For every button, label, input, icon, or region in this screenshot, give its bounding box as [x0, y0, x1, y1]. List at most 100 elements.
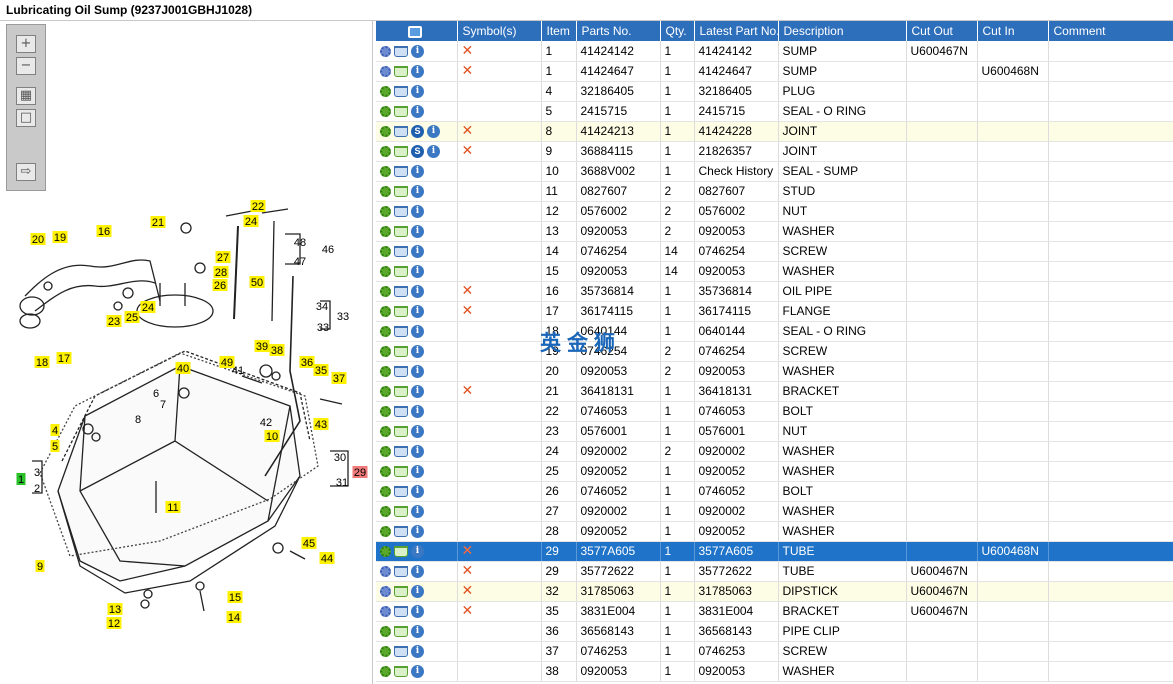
column-header[interactable]: Latest Part No. — [694, 21, 780, 41]
part-settings-icon[interactable] — [380, 566, 391, 578]
callout-22[interactable]: 22 — [250, 200, 266, 213]
column-header[interactable]: Description — [778, 21, 907, 41]
add-to-cart-icon[interactable] — [394, 406, 408, 418]
callout-37[interactable]: 37 — [331, 372, 347, 385]
part-settings-icon[interactable] — [380, 646, 391, 658]
callout-25[interactable]: 25 — [124, 311, 140, 324]
part-settings-icon[interactable] — [380, 106, 391, 118]
callout-29[interactable]: 29 — [352, 466, 368, 479]
column-header[interactable]: Symbol(s) — [457, 21, 542, 41]
info-icon[interactable]: i — [411, 245, 424, 259]
info-icon[interactable]: i — [411, 585, 424, 599]
add-to-cart-icon[interactable] — [394, 366, 408, 378]
part-settings-icon[interactable] — [380, 506, 391, 518]
export-icon[interactable]: ⇨ — [16, 163, 36, 181]
add-to-cart-icon[interactable] — [394, 66, 408, 78]
add-to-cart-icon[interactable] — [394, 546, 408, 558]
callout-24[interactable]: 24 — [243, 215, 259, 228]
add-to-cart-icon[interactable] — [394, 45, 408, 57]
part-settings-icon[interactable] — [380, 45, 391, 57]
info-icon[interactable]: i — [411, 265, 424, 279]
add-to-cart-icon[interactable] — [394, 626, 408, 638]
part-settings-icon[interactable] — [380, 326, 391, 338]
callout-27[interactable]: 27 — [215, 251, 231, 264]
add-to-cart-icon[interactable] — [394, 286, 408, 298]
info-icon[interactable]: i — [411, 645, 424, 659]
add-to-cart-icon[interactable] — [394, 166, 408, 178]
callout-10[interactable]: 10 — [264, 430, 280, 443]
callout-40[interactable]: 40 — [175, 362, 191, 375]
add-to-cart-icon[interactable] — [394, 526, 408, 538]
callout-17[interactable]: 17 — [56, 352, 72, 365]
callout-26[interactable]: 26 — [212, 279, 228, 292]
callout-45[interactable]: 45 — [301, 537, 317, 550]
add-to-cart-icon[interactable] — [394, 266, 408, 278]
add-to-cart-icon[interactable] — [394, 326, 408, 338]
part-settings-icon[interactable] — [380, 86, 391, 98]
info-icon[interactable]: i — [411, 525, 424, 539]
part-settings-icon[interactable] — [380, 126, 391, 138]
part-settings-icon[interactable] — [380, 406, 391, 418]
callout-13[interactable]: 13 — [107, 603, 123, 616]
info-icon[interactable]: i — [411, 405, 424, 419]
part-settings-icon[interactable] — [380, 386, 391, 398]
part-settings-icon[interactable] — [380, 486, 391, 498]
part-settings-icon[interactable] — [380, 666, 391, 678]
callout-35[interactable]: 35 — [313, 364, 329, 377]
info-icon[interactable]: i — [411, 165, 424, 179]
info-icon[interactable]: i — [411, 545, 424, 559]
callout-11[interactable]: 11 — [165, 501, 181, 514]
callout-24[interactable]: 24 — [140, 301, 156, 314]
callout-38[interactable]: 38 — [269, 344, 285, 357]
add-to-cart-icon[interactable] — [394, 186, 408, 198]
column-header[interactable]: Cut In — [977, 21, 1049, 41]
info-icon[interactable]: i — [411, 325, 424, 339]
part-settings-icon[interactable] — [380, 366, 391, 378]
add-to-cart-icon[interactable] — [394, 386, 408, 398]
part-settings-icon[interactable] — [380, 66, 391, 78]
callout-36[interactable]: 36 — [299, 356, 315, 369]
fit-page-icon[interactable]: □ — [16, 109, 36, 127]
add-to-cart-icon[interactable] — [394, 466, 408, 478]
add-to-cart-icon[interactable] — [394, 86, 408, 98]
callout-39[interactable]: 39 — [254, 340, 270, 353]
part-settings-icon[interactable] — [380, 266, 391, 278]
callout-9[interactable]: 9 — [35, 560, 45, 573]
zoom-in-icon[interactable]: + — [16, 35, 36, 53]
column-header[interactable]: Parts No. — [576, 21, 661, 41]
add-to-cart-icon[interactable] — [394, 446, 408, 458]
part-settings-icon[interactable] — [380, 606, 391, 618]
add-to-cart-icon[interactable] — [394, 306, 408, 318]
callout-19[interactable]: 19 — [52, 231, 68, 244]
part-settings-icon[interactable] — [380, 346, 391, 358]
add-to-cart-icon[interactable] — [394, 226, 408, 238]
part-settings-icon[interactable] — [380, 246, 391, 258]
info-icon[interactable]: i — [411, 44, 424, 58]
info-icon[interactable]: i — [427, 125, 440, 139]
callout-15[interactable]: 15 — [227, 591, 243, 604]
callout-43[interactable]: 43 — [313, 418, 329, 431]
info-icon[interactable]: i — [411, 305, 424, 319]
info-icon[interactable]: i — [411, 345, 424, 359]
add-to-cart-icon[interactable] — [394, 666, 408, 678]
info-icon[interactable]: i — [411, 365, 424, 379]
callout-28[interactable]: 28 — [213, 266, 229, 279]
callout-20[interactable]: 20 — [30, 233, 46, 246]
callout-49[interactable]: 49 — [219, 356, 235, 369]
info-icon[interactable]: i — [411, 605, 424, 619]
